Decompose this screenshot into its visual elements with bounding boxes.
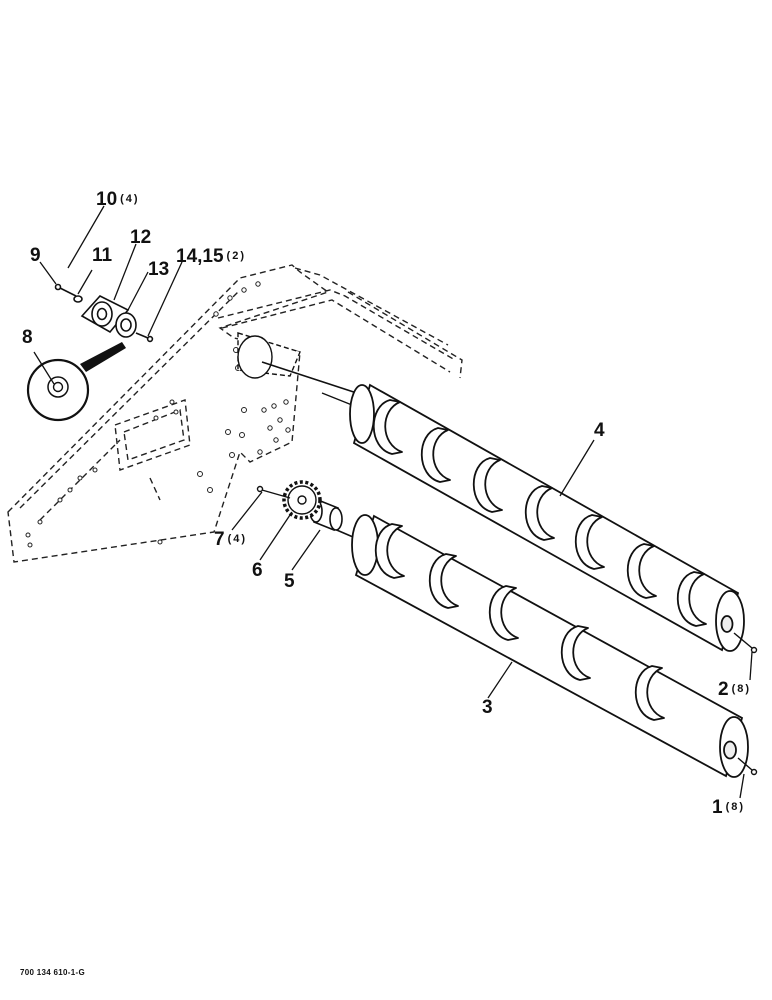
lower-auger [317,514,749,778]
bearing-detail-view [26,342,126,422]
callout-number: 6 [252,560,263,581]
callout-number: 14,15 [176,246,224,267]
callout-quantity: (4) [227,533,248,545]
sprocket-bolts [256,485,291,499]
callout-12: 12 [130,228,151,247]
callout-10: 10(4) [96,190,140,209]
callout-14-15: 14,15(2) [176,247,246,266]
callout-8: 8 [22,328,33,347]
callout-11: 11 [92,246,112,265]
callout-5: 5 [284,572,295,591]
callout-quantity: (4) [120,193,140,205]
callout-7: 7(4) [214,530,247,549]
callout-number: 8 [22,327,33,348]
callout-number: 13 [148,259,170,280]
callout-quantity: (2) [226,250,246,262]
top-frame-members [217,267,463,379]
sprocket [282,480,322,520]
callout-3: 3 [482,698,493,717]
callout-number: 1 [712,797,723,818]
callout-number: 7 [214,529,225,550]
callout-number: 11 [92,245,113,266]
callout-number: 3 [482,697,493,718]
callout-number: 5 [284,571,295,592]
callout-6: 6 [252,561,263,580]
callout-4: 4 [594,421,605,440]
callout-number: 12 [130,227,152,248]
figure-number: 700 134 610-1-G [20,968,85,977]
leader-lines [33,205,753,799]
callout-13: 13 [148,260,169,279]
callout-number: 9 [30,245,41,266]
callout-number: 10 [96,189,118,210]
callout-2: 2(8) [718,680,751,699]
flange-bearing-assembly [54,283,154,343]
callout-number: 4 [594,420,605,441]
bearing-plate [237,332,301,379]
upper-auger [261,361,745,652]
callout-9: 9 [30,246,41,265]
auger-end-bolts [733,632,758,776]
callout-quantity: (8) [725,801,746,813]
callout-quantity: (8) [731,683,752,695]
callout-1: 1(8) [712,798,745,817]
callout-number: 2 [718,679,729,700]
